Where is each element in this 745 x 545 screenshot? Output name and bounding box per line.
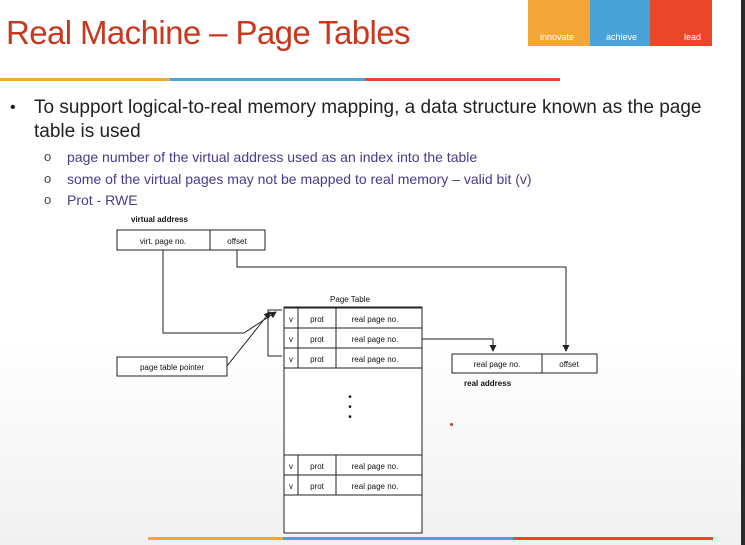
page-table-row-5: v prot real page no. — [283, 474, 423, 496]
brand-segment-lead: lead — [650, 0, 712, 46]
page-table-pointer-box — [116, 356, 228, 377]
table-to-real-page-arrow — [422, 338, 497, 352]
brand-word-achieve: achieve — [606, 32, 638, 42]
brand-segment-achieve: achieve — [590, 0, 650, 46]
slide-title: Real Machine – Page Tables — [6, 14, 411, 51]
page-table-row-2: v prot real page no. — [283, 327, 423, 349]
virt-page-to-table-arrow — [162, 250, 277, 334]
brand-word-innovate: innovate — [540, 32, 575, 42]
page-table-row-1: v prot real page no. — [283, 307, 423, 329]
footer-rule-red — [513, 537, 713, 540]
real-offset-text: offset — [559, 360, 579, 369]
stray-mark — [450, 423, 453, 426]
valid-bit-cell: v — [289, 315, 293, 324]
page-table-row-3: v prot real page no. — [283, 347, 423, 369]
page-table-row-4: v prot real page no. — [283, 454, 423, 476]
footer-rule-orange — [148, 537, 283, 540]
brand-segment-innovate: innovate — [528, 0, 590, 46]
brand-word-lead: lead — [684, 32, 702, 42]
prot-cell: prot — [310, 315, 325, 324]
virtual-offset-text: offset — [227, 237, 247, 246]
valid-bit-cell: v — [289, 355, 293, 364]
real-page-number-cell: real page no. — [352, 315, 399, 324]
row-select-bracket — [267, 309, 282, 357]
sub-bullet-marker: o — [44, 149, 52, 164]
bullet-dot-icon: • — [10, 99, 16, 116]
title-underline-orange — [0, 78, 170, 81]
virtual-address-label: virtual address — [131, 215, 188, 224]
virtual-page-number-text: virt. page no. — [140, 237, 186, 246]
real-page-number-cell: real page no. — [352, 462, 399, 471]
sub-bullet-marker: o — [44, 171, 52, 186]
pointer-to-table-arrow — [226, 311, 271, 367]
offset-to-real-offset-arrow — [236, 250, 570, 352]
real-page-number-cell: real page no. — [352, 355, 399, 364]
ellipsis-dot: • — [348, 392, 352, 403]
title-underline-blue — [170, 78, 365, 81]
valid-bit-cell: v — [289, 335, 293, 344]
main-bullet-text: To support logical-to-real memory mappin… — [34, 97, 702, 142]
real-page-number-cell: real page no. — [352, 335, 399, 344]
window-edge — [741, 0, 745, 545]
prot-cell: prot — [310, 335, 325, 344]
ellipsis-dot: • — [348, 402, 352, 413]
sub-bullet-text: Prot - RWE — [67, 192, 138, 208]
sub-bullet-text: page number of the virtual address used … — [67, 149, 478, 165]
valid-bit-cell: v — [289, 482, 293, 491]
prot-cell: prot — [310, 355, 325, 364]
page-table-pointer-text: page table pointer — [140, 363, 204, 372]
valid-bit-cell: v — [289, 462, 293, 471]
sub-bullet-text: some of the virtual pages may not be map… — [67, 171, 532, 187]
footer-rule-blue — [283, 537, 513, 540]
prot-cell: prot — [310, 462, 325, 471]
brand-banner: innovate achieve lead — [528, 0, 712, 46]
title-underline-red — [365, 78, 560, 81]
ellipsis-dot: • — [348, 412, 352, 423]
real-page-number-cell: real page no. — [352, 482, 399, 491]
page-table-title: Page Table — [330, 295, 370, 304]
sub-bullet-marker: o — [44, 192, 52, 207]
prot-cell: prot — [310, 482, 325, 491]
real-page-number-text: real page no. — [474, 360, 521, 369]
real-address-label: real address — [464, 379, 512, 388]
real-offset-field — [541, 353, 598, 374]
